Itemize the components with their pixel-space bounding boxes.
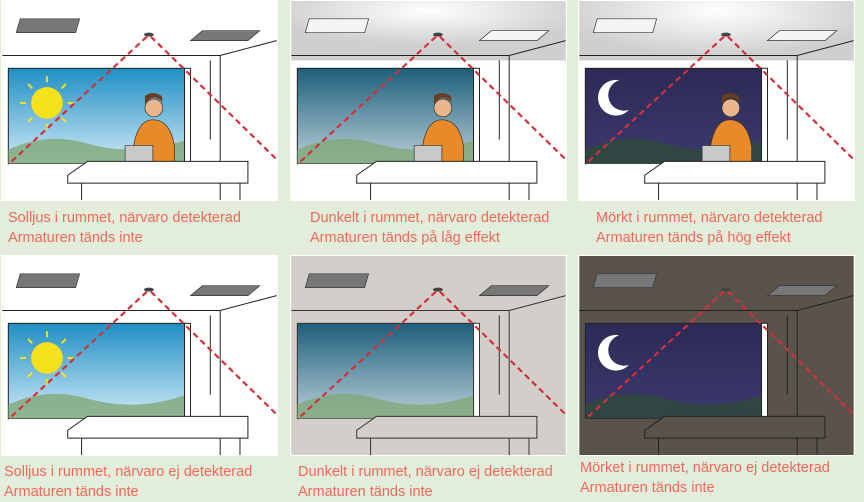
- ceiling-light: [304, 273, 550, 296]
- room-illustration: [2, 1, 277, 200]
- presence-sensor: [720, 287, 731, 292]
- desk: [644, 415, 826, 455]
- caption-line-2: Armaturen tänds på låg effekt: [310, 230, 500, 246]
- sensor-detection-lines: [584, 35, 854, 166]
- panel-sun-present: [1, 0, 278, 201]
- caption-line-2: Armaturen tänds inte: [580, 480, 715, 496]
- panel-sun-absent: [1, 255, 278, 456]
- room-illustration: [291, 1, 566, 200]
- room-illustration: [579, 256, 854, 455]
- ceiling-light: [304, 18, 550, 41]
- sensor-detection-lines: [296, 290, 566, 421]
- desk: [356, 415, 538, 455]
- sun-icon: [20, 331, 74, 385]
- caption-line-1: Dunkelt i rummet, närvaro ej detekterad: [298, 464, 553, 480]
- caption-line-2: Armaturen tänds inte: [8, 230, 143, 246]
- room-illustration: [291, 256, 566, 455]
- panel-night-present: [578, 0, 855, 201]
- sensor-detection-lines: [7, 35, 277, 166]
- caption-line-2: Armaturen tänds inte: [298, 484, 433, 500]
- panel-night-absent: [578, 255, 855, 456]
- room-illustration: [579, 1, 854, 200]
- caption-line-1: Solljus i rummet, närvaro ej detekterad: [4, 464, 253, 480]
- sensor-detection-lines: [296, 35, 566, 166]
- sun-icon: [20, 76, 74, 130]
- moon-icon: [598, 334, 629, 371]
- desk: [67, 160, 249, 200]
- caption-line-1: Dunkelt i rummet, närvaro detekterad: [310, 210, 550, 226]
- presence-sensor: [143, 287, 154, 292]
- desk: [67, 415, 249, 455]
- ceiling-light: [592, 18, 838, 41]
- caption-line-2: Armaturen tänds inte: [4, 484, 139, 500]
- caption-line-2: Armaturen tänds på hög effekt: [596, 230, 791, 246]
- sensor-detection-lines: [7, 290, 277, 421]
- moon-icon: [598, 79, 629, 116]
- caption-line-1: Mörkt i rummet, närvaro detekterad: [596, 210, 823, 226]
- room-illustration: [2, 256, 277, 455]
- presence-sensor: [432, 287, 443, 292]
- caption-line-1: Solljus i rummet, närvaro detekterad: [8, 210, 241, 226]
- presence-sensor: [432, 32, 443, 37]
- ceiling-light: [592, 273, 838, 296]
- presence-sensor: [143, 32, 154, 37]
- panel-dusk-present: [290, 0, 567, 201]
- caption-line-1: Mörket i rummet, närvaro ej detekterad: [580, 460, 830, 476]
- desk: [356, 160, 538, 200]
- panel-dusk-absent: [290, 255, 567, 456]
- sensor-detection-lines: [584, 290, 854, 421]
- presence-sensor: [720, 32, 731, 37]
- ceiling-light: [15, 18, 261, 41]
- ceiling-light: [15, 273, 261, 296]
- desk: [644, 160, 826, 200]
